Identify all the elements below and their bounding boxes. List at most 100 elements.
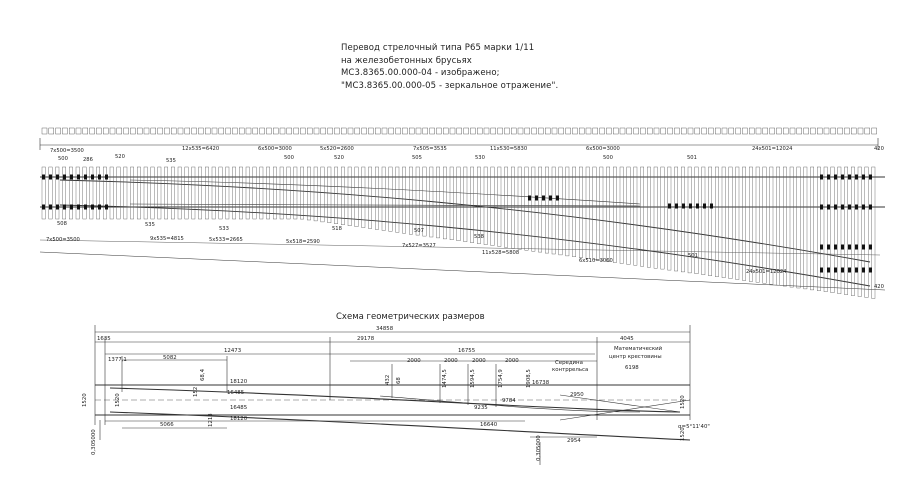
schema-label: центр крестовины xyxy=(609,354,662,360)
plan-top-label: 530 xyxy=(475,155,485,161)
tie xyxy=(558,166,563,256)
tie xyxy=(388,166,393,232)
tie-number-box xyxy=(823,127,830,135)
schema-label: 1520 xyxy=(115,393,121,407)
tie xyxy=(803,166,808,290)
tie xyxy=(742,166,747,281)
fastener-mark xyxy=(827,204,830,210)
schema-label: 2000 xyxy=(407,358,421,364)
tie-number-box xyxy=(681,127,687,135)
tie-number-box xyxy=(238,127,245,135)
fastener-mark xyxy=(827,174,830,180)
tie-number-box xyxy=(177,127,184,135)
fastener-mark xyxy=(91,204,94,210)
tie-number-box xyxy=(626,127,632,135)
tie-number-box xyxy=(721,127,728,135)
tie xyxy=(198,166,202,220)
tie-number-box xyxy=(504,127,510,135)
schema-label: 6198 xyxy=(625,365,639,371)
fastener-mark xyxy=(549,195,552,201)
title-line: на железобетонных брусьях xyxy=(341,55,472,66)
tie-number-box xyxy=(143,127,150,135)
tie-number-box xyxy=(551,127,558,135)
tie xyxy=(810,166,815,291)
tie-number-box xyxy=(198,127,204,135)
tie-number-box xyxy=(810,127,816,135)
tie xyxy=(41,166,46,220)
fastener-mark xyxy=(98,174,101,180)
tie-number-box xyxy=(368,127,374,135)
tie-number-box xyxy=(307,127,313,135)
plan-bottom-label: 508 xyxy=(57,221,67,227)
tie xyxy=(538,166,543,253)
tie-number-box xyxy=(62,127,68,135)
tie xyxy=(354,166,359,227)
tie xyxy=(572,166,577,258)
fastener-mark xyxy=(820,204,823,210)
tie-number-box xyxy=(130,127,136,135)
tie-number-box xyxy=(701,127,707,135)
tie xyxy=(109,166,114,220)
fastener-mark xyxy=(42,204,45,210)
tie xyxy=(769,166,774,285)
tie xyxy=(293,166,298,220)
rail-fastener-marks xyxy=(42,174,872,273)
plan-bottom-label: 5x518=2590 xyxy=(286,239,320,245)
tie-number-box xyxy=(497,127,503,135)
schema-label: 2000 xyxy=(444,358,458,364)
fastener-mark xyxy=(77,204,80,210)
tie xyxy=(830,166,835,293)
tie-number-box xyxy=(606,127,612,135)
plan-bottom-label: 518 xyxy=(332,226,342,232)
tie-number-box xyxy=(619,127,626,135)
tie xyxy=(279,166,284,220)
tie xyxy=(55,166,60,220)
tie xyxy=(62,166,67,220)
tie-number-box xyxy=(524,127,530,135)
tie xyxy=(96,166,101,220)
fastener-mark xyxy=(827,267,830,273)
fastener-mark xyxy=(70,204,73,210)
schema-dimension-labels: 34858 1635 29178 4045 1377,1 12473 16755… xyxy=(82,326,710,461)
tie-number-box xyxy=(871,127,877,135)
tie xyxy=(681,166,685,273)
tie-number-box xyxy=(443,127,449,135)
plan-bottom-label: 507 xyxy=(414,228,424,234)
plan-bottom-label: 420 xyxy=(874,284,884,290)
tie xyxy=(504,166,508,248)
tie xyxy=(551,166,556,255)
plan-top-label: 5x520=2600 xyxy=(320,146,354,152)
tie xyxy=(361,166,366,228)
schema-label: Математический xyxy=(614,345,663,352)
tie xyxy=(313,166,318,222)
tie xyxy=(307,166,311,221)
tie xyxy=(238,166,243,220)
tie-number-box xyxy=(789,127,796,135)
tie xyxy=(864,166,869,298)
schema-label: 18120 xyxy=(230,416,248,422)
tie xyxy=(599,166,604,261)
tie xyxy=(490,166,495,246)
tie xyxy=(286,166,291,220)
tie xyxy=(524,166,529,251)
schema-label: 1520 xyxy=(680,395,686,409)
tie-number-box xyxy=(749,127,755,135)
tie xyxy=(721,166,726,278)
tie-number-box xyxy=(123,127,129,135)
fastener-mark xyxy=(63,174,66,180)
tie-number-box xyxy=(687,127,694,135)
tie xyxy=(415,166,420,236)
tie-number-box xyxy=(136,127,143,135)
tie-number-box xyxy=(320,127,326,135)
plan-top-label: 500 xyxy=(284,155,294,161)
tie xyxy=(395,166,400,233)
plan-bottom-label: 533 xyxy=(219,226,229,232)
schema-label: 16485 xyxy=(230,405,247,411)
tie xyxy=(470,166,474,243)
tie-number-box xyxy=(579,127,585,135)
tie-number-box xyxy=(715,127,721,135)
tie xyxy=(844,166,849,295)
tie xyxy=(136,166,141,220)
fastener-mark xyxy=(49,204,52,210)
plan-bottom-label: 501 xyxy=(688,253,698,259)
